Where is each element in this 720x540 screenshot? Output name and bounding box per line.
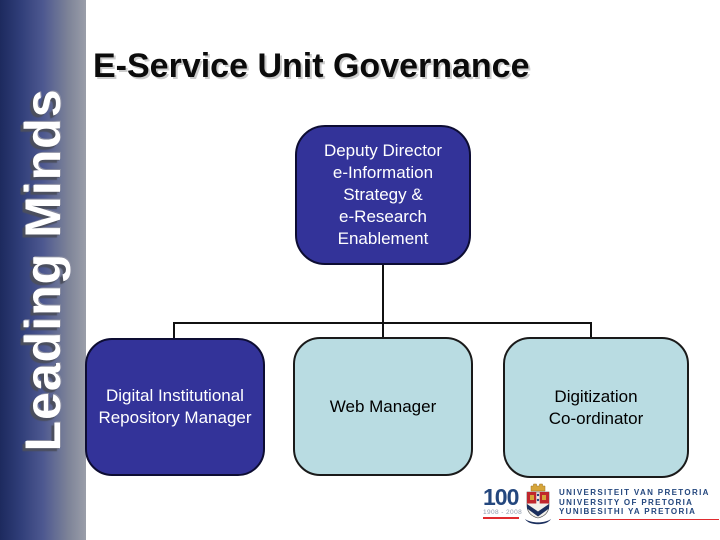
university-crest-icon <box>523 483 553 532</box>
university-name-red-rule <box>559 518 719 520</box>
university-name-block: UNIVERSITEIT VAN PRETORIA UNIVERSITY OF … <box>559 488 719 520</box>
org-box-label: Web Manager <box>329 396 437 416</box>
centenary-number: 100 <box>483 484 519 510</box>
university-name-line: YUNIBESITHI YA PRETORIA <box>559 507 697 516</box>
university-name-line: UNIVERSITY OF PRETORIA <box>559 497 694 507</box>
university-logo: 100 1908 - 2008 UNIVERSITEIT VAN PRETORI… <box>483 483 719 532</box>
centenary-red-rule <box>483 517 519 519</box>
centenary-years: 1908 - 2008 <box>483 509 523 516</box>
centenary-mark: 100 1908 - 2008 <box>483 484 523 519</box>
connector-left-drop <box>173 322 175 339</box>
university-name-line: UNIVERSITEIT VAN PRETORIA <box>559 488 710 497</box>
connector-middle-drop <box>382 322 384 339</box>
page-title: E-Service Unit Governance <box>93 47 530 85</box>
sidebar-slogan: Leading Minds <box>15 88 71 452</box>
connector-right-drop <box>590 322 592 339</box>
connector-root-vertical <box>382 264 384 324</box>
sidebar-banner: Leading Minds <box>0 0 86 540</box>
org-box-web-manager: Web Manager <box>293 337 473 476</box>
